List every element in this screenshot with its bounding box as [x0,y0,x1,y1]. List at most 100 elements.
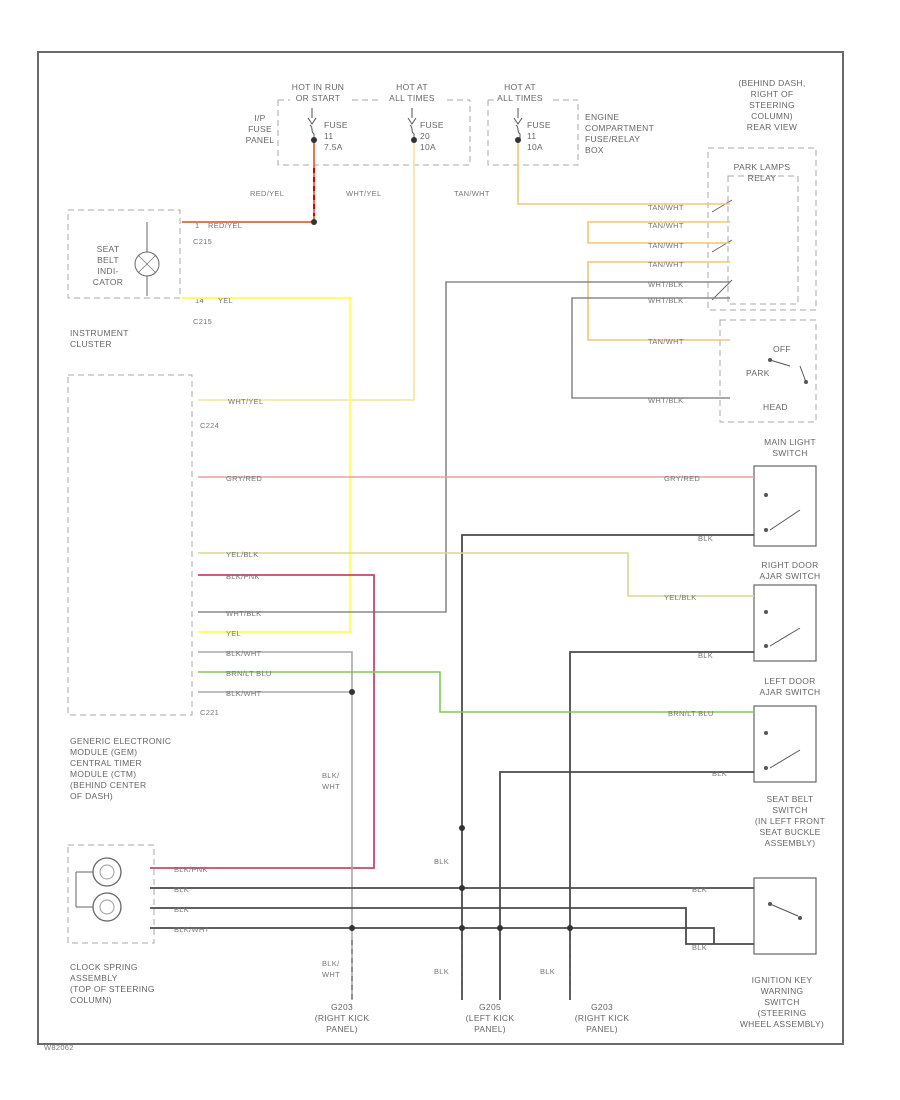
svg-text:14: 14 [195,296,204,305]
lbl-tan-wht-2: TAN/WHT [648,221,684,230]
svg-text:WHT/BLK: WHT/BLK [226,609,261,618]
clock-spring-label-1: CLOCK SPRING [70,962,138,972]
svg-text:BLK/WHT: BLK/WHT [174,925,210,934]
pin-14-label: 14 [195,296,204,305]
svg-text:TAN/WHT: TAN/WHT [648,260,684,269]
lbl-tan-wht-5: TAN/WHT [648,337,684,346]
svg-text:BLK: BLK [692,943,707,952]
wire-blk-left-door [499,771,754,1000]
svg-text:BLK: BLK [174,885,189,894]
gem-label-6: OF DASH) [70,791,113,801]
lbl-wht-blk-2: WHT/BLK [648,296,683,305]
engine-box-label-3: FUSE/RELAY [585,134,640,144]
svg-text:RED/YEL: RED/YEL [208,221,242,230]
g203b-label-3: PANEL) [586,1024,618,1034]
hot-all-label-2: ALL TIMES [389,93,435,103]
behind-dash-5: REAR VIEW [747,122,797,132]
lbl-blk-main: BLK [698,534,713,543]
svg-text:WHT/BLK: WHT/BLK [648,280,683,289]
footer-id: W82062 [44,1043,74,1052]
lbl-gry-red-right: GRY/RED [664,474,700,483]
clock-spring-label-2: ASSEMBLY [70,973,118,983]
lbl-blk-ignition: BLK [692,943,707,952]
wire-blk-clock-3 [150,927,715,944]
headlamp-off-label: OFF [773,344,791,354]
wire-yel-blk [198,552,754,597]
lbl-blk-wht-g-2: WHT [322,970,340,979]
hot-all-label-1: HOT AT [396,82,428,92]
right-door-label-2: AJAR SWITCH [760,571,821,581]
fuse-run-label-3: 7.5A [324,142,343,152]
svg-text:BLK/PNK: BLK/PNK [174,865,208,874]
svg-text:PARK: PARK [746,368,770,378]
g203b-label-2: (RIGHT KICK [575,1013,630,1023]
svg-text:BLK: BLK [692,885,707,894]
seat-belt-ind-4: CATOR [93,277,123,287]
main-light-label-2: SWITCH [772,448,807,458]
svg-text:C221: C221 [200,708,219,717]
clock-spring-label-3: (TOP OF STEERING [70,984,155,994]
lbl-blk-wht-2: BLK/WHT [226,689,262,698]
lbl-blk-right-door: BLK [698,651,713,660]
lbl-blk-clock-2: BLK [174,905,189,914]
lbl-wht-blk-gem: WHT/BLK [226,609,261,618]
svg-text:BRN/LT BLU: BRN/LT BLU [668,709,714,718]
fuse-run-label-2: 11 [324,131,333,141]
fuse-ecb-label-2: 11 [527,131,536,141]
wire-tan-wht-2 [587,221,730,244]
svg-text:BRN/LT BLU: BRN/LT BLU [226,669,272,678]
svg-text:YEL/BLK: YEL/BLK [664,593,697,602]
svg-text:YEL: YEL [218,296,233,305]
engine-box-label-2: COMPARTMENT [585,123,654,133]
seat-belt-ind-2: BELT [97,255,119,265]
park-relay-label-1: PARK LAMPS [734,162,791,172]
svg-text:BLK: BLK [698,651,713,660]
hot-run-label-1: HOT IN RUN [292,82,344,92]
lbl-tan-wht-4: TAN/WHT [648,260,684,269]
svg-text:BLK/PNK: BLK/PNK [226,572,260,581]
fuse-ecb-symbol [513,108,523,140]
svg-text:BLK: BLK [540,967,555,976]
engine-box-label-1: ENGINE [585,112,619,122]
ignition-label-5: WHEEL ASSEMBLY) [740,1019,824,1029]
gem-label-5: (BEHIND CENTER [70,780,146,790]
wire-wht-yel [198,140,415,401]
svg-text:YEL/BLK: YEL/BLK [226,550,259,559]
svg-text:BLK: BLK [712,769,727,778]
lbl-blk-wht-clock: BLK/WHT [174,925,210,934]
wire-tan-wht-1 [517,140,730,205]
svg-text:BLK/WHT: BLK/WHT [322,771,340,791]
c221-label: C221 [200,708,219,717]
wire-red-yel [182,140,315,223]
g203a-label-2: (RIGHT KICK [315,1013,370,1023]
fuse-all-symbol [407,108,417,140]
left-door-label-1: LEFT DOOR [764,676,815,686]
gem-label-4: MODULE (CTM) [70,769,136,779]
lbl-wht-yel-top: WHT/YEL [346,189,381,198]
left-door-label-2: AJAR SWITCH [760,687,821,697]
headlamp-head-label: HEAD [763,402,788,412]
svg-text:W82062: W82062 [44,1043,74,1052]
svg-text:C215: C215 [193,317,212,326]
ip-panel-label-1: I/P [254,113,265,123]
c215a-label: C215 [193,237,212,246]
lbl-yel-cluster: YEL [218,296,233,305]
wires [150,140,754,1000]
lbl-blk-seatbelt: BLK [692,885,707,894]
ignition-label-2: WARNING [761,986,804,996]
